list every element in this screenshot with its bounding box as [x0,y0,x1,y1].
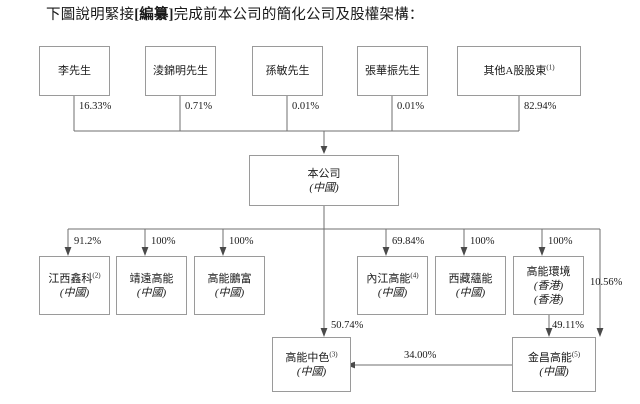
ownership-percent: 0.01% [292,101,320,112]
company-box[interactable]: 本公司 (中國) [249,155,399,206]
caption-bracket: [編纂] [134,7,174,23]
bottom-entity-region: (中國) [539,365,569,378]
ownership-percent: 82.94% [524,101,557,112]
caption-after: 完成前本公司的簡化公司及股權架構： [173,7,424,23]
subsidiary-region: (中國) [59,286,90,299]
subsidiary-region: (中國) [214,286,245,299]
ownership-percent: 0.01% [397,101,425,112]
ownership-percent-4911: 49.11% [552,320,584,331]
subsidiary-name: 內江高能(4) [366,270,419,285]
ownership-percent: 16.33% [79,101,112,112]
ownership-percent-3400: 34.00% [404,350,437,361]
ownership-percent-5074: 50.74% [331,320,364,331]
bottom-entity-name: 金昌高能(5) [527,349,581,364]
ownership-percent-10: 10.56% [590,277,623,288]
bottom-entity-box[interactable]: 高能中色(3) (中國) [272,337,351,392]
caption-before: 下圖說明緊接 [46,7,135,23]
page-title: 下圖說明緊接[編纂]完成前本公司的簡化公司及股權架構： [46,6,616,24]
shareholder-box[interactable]: 孫敏先生 [252,46,323,96]
subsidiary-name: 西藏蘊能 [448,272,493,285]
ownership-percent: 100% [548,236,573,247]
shareholder-name: 李先生 [58,65,91,77]
footnote-marker: (1) [546,63,555,72]
ownership-percent: 100% [151,236,176,247]
company-region: (中國) [309,181,339,194]
footnote-marker: (5) [571,349,581,358]
ownership-percent: 0.71% [185,101,213,112]
ownership-percent: 100% [229,236,254,247]
bottom-entity-region: (中國) [296,365,327,378]
shareholder-box[interactable]: 張華振先生 [357,46,428,96]
subsidiary-box[interactable]: 內江高能(4) (中國) [357,256,428,315]
subsidiary-box[interactable]: 西藏蘊能 (中國) [435,256,506,315]
subsidiary-name: 高能環境 [526,265,571,278]
subsidiary-region: (中國) [455,286,486,299]
subsidiary-region-secondary: (香港) [533,293,564,306]
shareholder-name: 淩錦明先生 [153,65,208,77]
subsidiary-region: (中國) [136,286,167,299]
footnote-marker: (3) [329,349,338,358]
footnote-marker: (2) [92,270,101,279]
subsidiary-box[interactable]: 靖遠高能 (中國) [116,256,187,315]
company-name: 本公司 [307,167,341,180]
ownership-percent: 100% [470,236,495,247]
bottom-entity-name: 高能中色(3) [285,349,338,364]
shareholder-box[interactable]: 淩錦明先生 [145,46,216,96]
subsidiary-box[interactable]: 江西鑫科(2) (中國) [39,256,110,315]
ownership-percent: 91.2% [74,236,102,247]
subsidiary-region: (中國) [377,286,408,299]
subsidiary-region: (香港) [533,279,564,292]
subsidiary-name: 江西鑫科(2) [48,270,101,285]
footnote-marker: (4) [410,270,419,279]
subsidiary-box[interactable]: 高能鵬富 (中國) [194,256,265,315]
subsidiary-name: 靖遠高能 [129,272,174,285]
shareholder-name: 其他A股股東(1) [483,63,555,77]
subsidiary-name: 高能鵬富 [207,272,252,285]
shareholder-box[interactable]: 李先生 [39,46,110,96]
shareholder-name: 孫敏先生 [265,65,310,77]
subsidiary-box[interactable]: 高能環境 (香港) (香港) [513,256,584,315]
ownership-percent: 69.84% [392,236,425,247]
shareholder-name: 張華振先生 [365,65,420,77]
bottom-entity-box[interactable]: 金昌高能(5) (中國) [512,337,596,392]
shareholder-box[interactable]: 其他A股股東(1) [457,46,581,96]
